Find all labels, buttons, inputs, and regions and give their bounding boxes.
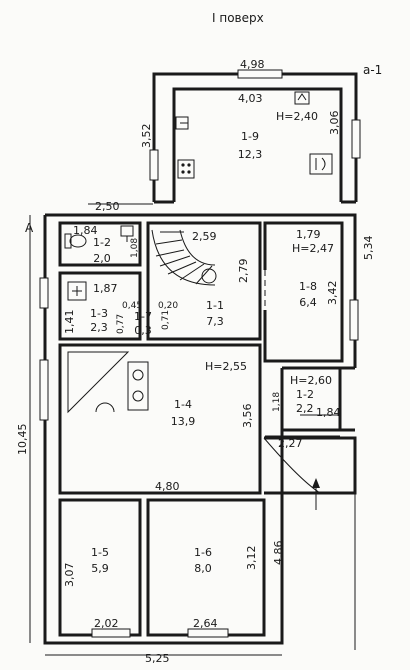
plan-title: I поверх (212, 11, 264, 25)
window-room15 (91, 628, 131, 638)
room-1-9-id: 1-9 (241, 130, 259, 143)
dim-4-03: 4,03 (238, 92, 263, 105)
room-1-5-area: 5,9 (91, 562, 109, 575)
room-1-2b-id: 1-2 (296, 388, 314, 401)
room-1-3-area: 2,3 (90, 321, 108, 334)
dim-3-42: 3,42 (326, 281, 339, 306)
section-mark-a: А (25, 221, 34, 235)
room-1-4-area: 13,9 (171, 415, 196, 428)
dim-0-45: 0,45 (122, 301, 142, 311)
dim-1-41: 1,41 (63, 310, 76, 335)
room-1-6-area: 8,0 (194, 562, 212, 575)
room-1-5-id: 1-5 (91, 546, 109, 559)
room-1-9-area: 12,3 (238, 148, 263, 161)
room-1-2b-height: H=2,60 (290, 374, 332, 387)
dim-0-20: 0,20 (158, 301, 178, 311)
room-1-4-height: H=2,55 (205, 360, 247, 373)
window-room16 (187, 628, 229, 638)
window-room14 (39, 359, 49, 421)
heater-icon (294, 91, 310, 105)
annex-sink-icon (175, 116, 189, 130)
room-1-3-id: 1-3 (90, 307, 108, 320)
annex-inner-wall (172, 87, 343, 202)
room-1-4-id: 1-4 (174, 398, 192, 411)
dim-3-56: 3,56 (241, 404, 254, 429)
dim-1-08: 1,08 (130, 238, 140, 258)
window-room18 (349, 299, 359, 341)
room12-wall (58, 221, 142, 267)
window-annex-left (149, 149, 159, 181)
dim-4-80: 4,80 (155, 480, 180, 493)
dim-1-84b: 1,84 (316, 406, 341, 419)
window-annex-top (237, 69, 283, 79)
dim-0-71: 0,71 (161, 310, 171, 330)
room-1-2b-area: 2,2 (296, 402, 314, 415)
dim-1-18: 1,18 (272, 392, 282, 412)
stove-icon (67, 351, 149, 414)
toilet-icon (64, 233, 87, 249)
sink-icon (120, 225, 134, 242)
dim-2-59: 2,59 (192, 230, 217, 243)
room11-wall (146, 221, 262, 341)
cooker-icon (177, 159, 195, 179)
dim-2-27: 2,27 (278, 437, 303, 450)
dim-2-64: 2,64 (193, 617, 218, 630)
dim-0-77: 0,77 (116, 314, 126, 334)
window-room13 (39, 277, 49, 309)
dim-1-84: 1,84 (73, 224, 98, 237)
room14-wall (58, 343, 262, 495)
annex-boiler-icon (309, 153, 333, 175)
room-1-8-height: H=2,47 (292, 242, 334, 255)
dim-5-34: 5,34 (362, 236, 375, 261)
room-1-7-id: 1-7 (134, 310, 152, 323)
room-1-2-id: 1-2 (93, 236, 111, 249)
boiler-icon (67, 281, 87, 301)
entry-arrow-icon (312, 478, 320, 488)
staircase-icon (151, 229, 217, 286)
room-1-7-area: 0,3 (134, 324, 152, 337)
dim-2-79: 2,79 (237, 259, 250, 284)
room-1-9-height: H=2,40 (276, 110, 318, 123)
dim-4-86: 4,86 (272, 541, 285, 566)
room13-wall (58, 271, 142, 341)
porch-wall (264, 436, 357, 495)
dim-2-50: 2,50 (95, 200, 120, 213)
window-annex-right (351, 119, 361, 159)
dim-3-07: 3,07 (63, 563, 76, 588)
room-1-2-area: 2,0 (93, 252, 111, 265)
section-mark-a1: а-1 (363, 63, 382, 77)
dim-1-87: 1,87 (93, 282, 118, 295)
room-1-8-area: 6,4 (299, 296, 317, 309)
room-1-8-id: 1-8 (299, 280, 317, 293)
room-1-6-id: 1-6 (194, 546, 212, 559)
dim-10-45: 10,45 (16, 424, 29, 456)
room-1-1-area: 7,3 (206, 315, 224, 328)
dim-2-02: 2,02 (94, 617, 119, 630)
dim-5-25: 5,25 (145, 652, 170, 665)
dim-1-79: 1,79 (296, 228, 321, 241)
dim-4-98: 4,98 (240, 58, 265, 71)
dim-3-06: 3,06 (328, 111, 341, 136)
dim-3-12: 3,12 (245, 546, 258, 571)
dim-3-52: 3,52 (140, 124, 153, 149)
room-1-1-id: 1-1 (206, 299, 224, 312)
